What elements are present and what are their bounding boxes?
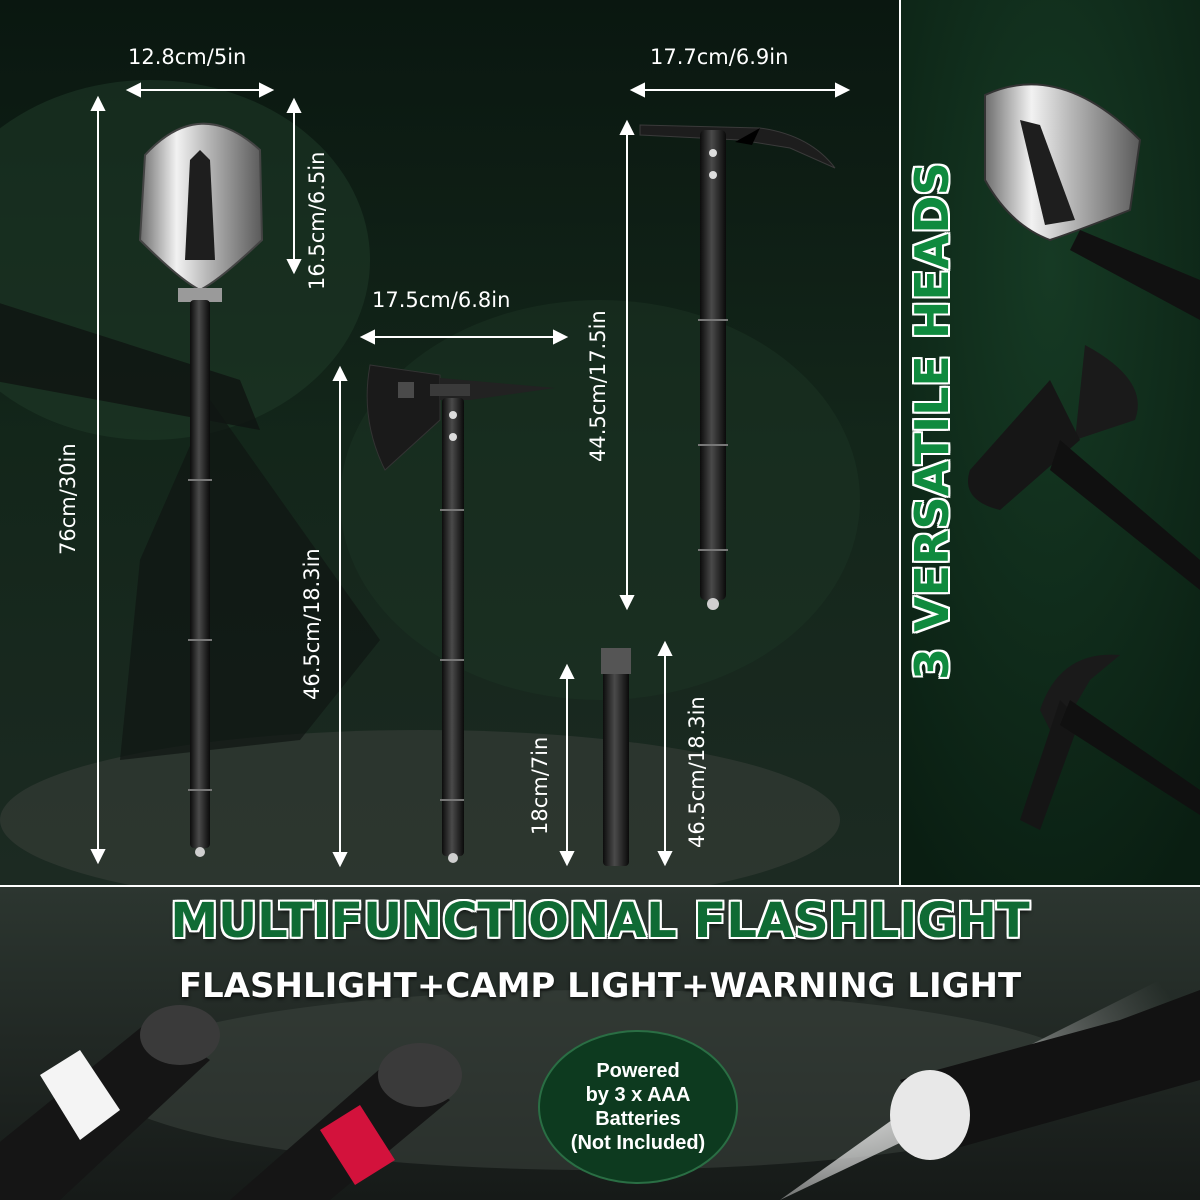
battery-badge: Powered by 3 x AAA Batteries (Not Includ… <box>538 1030 738 1184</box>
pick-length-label: 44.5cm/17.5in <box>586 310 610 462</box>
axe-head-closeup <box>968 345 1200 590</box>
pick-head-closeup <box>1020 654 1200 830</box>
battery-badge-line-2: by 3 x AAA <box>585 1084 691 1106</box>
handle-assembled-length-label: 46.5cm/18.3in <box>685 696 709 848</box>
shovel-head-height-label: 16.5cm/6.5in <box>305 151 329 290</box>
flashlight-title: MULTIFUNCTIONAL FLASHLIGHT <box>170 893 1030 949</box>
flashlight-white-mode <box>0 1005 220 1200</box>
battery-badge-text: Powered by 3 x AAA Batteries (Not Includ… <box>558 1059 718 1155</box>
pick-width-label: 17.7cm/6.9in <box>650 45 789 69</box>
divider-horizontal <box>0 885 1200 887</box>
axe-illustration <box>366 364 555 863</box>
battery-badge-line-3: Batteries <box>595 1108 681 1130</box>
divider-vertical <box>899 0 901 885</box>
flashlight-red-mode <box>230 1043 462 1200</box>
heads-title: 3 VERSATILE HEADS <box>905 162 959 680</box>
pick-illustration <box>639 124 836 610</box>
shovel-head-closeup <box>984 83 1200 320</box>
flashlight-beam <box>780 960 1200 1200</box>
battery-badge-line-1: Powered <box>596 1060 680 1082</box>
handle-extension-illustration <box>601 648 631 866</box>
battery-badge-line-4: (Not Included) <box>570 1132 706 1154</box>
axe-width-label: 17.5cm/6.8in <box>372 288 511 312</box>
handle-length-label: 18cm/7in <box>528 736 552 835</box>
shovel-length-label: 76cm/30in <box>56 443 80 555</box>
flashlight-subtitle: FLASHLIGHT+CAMP LIGHT+WARNING LIGHT <box>178 966 1022 1006</box>
axe-length-label: 46.5cm/18.3in <box>300 548 324 700</box>
dimension-arrows <box>90 82 851 868</box>
shovel-width-label: 12.8cm/5in <box>128 45 247 69</box>
shovel-illustration <box>138 122 264 857</box>
